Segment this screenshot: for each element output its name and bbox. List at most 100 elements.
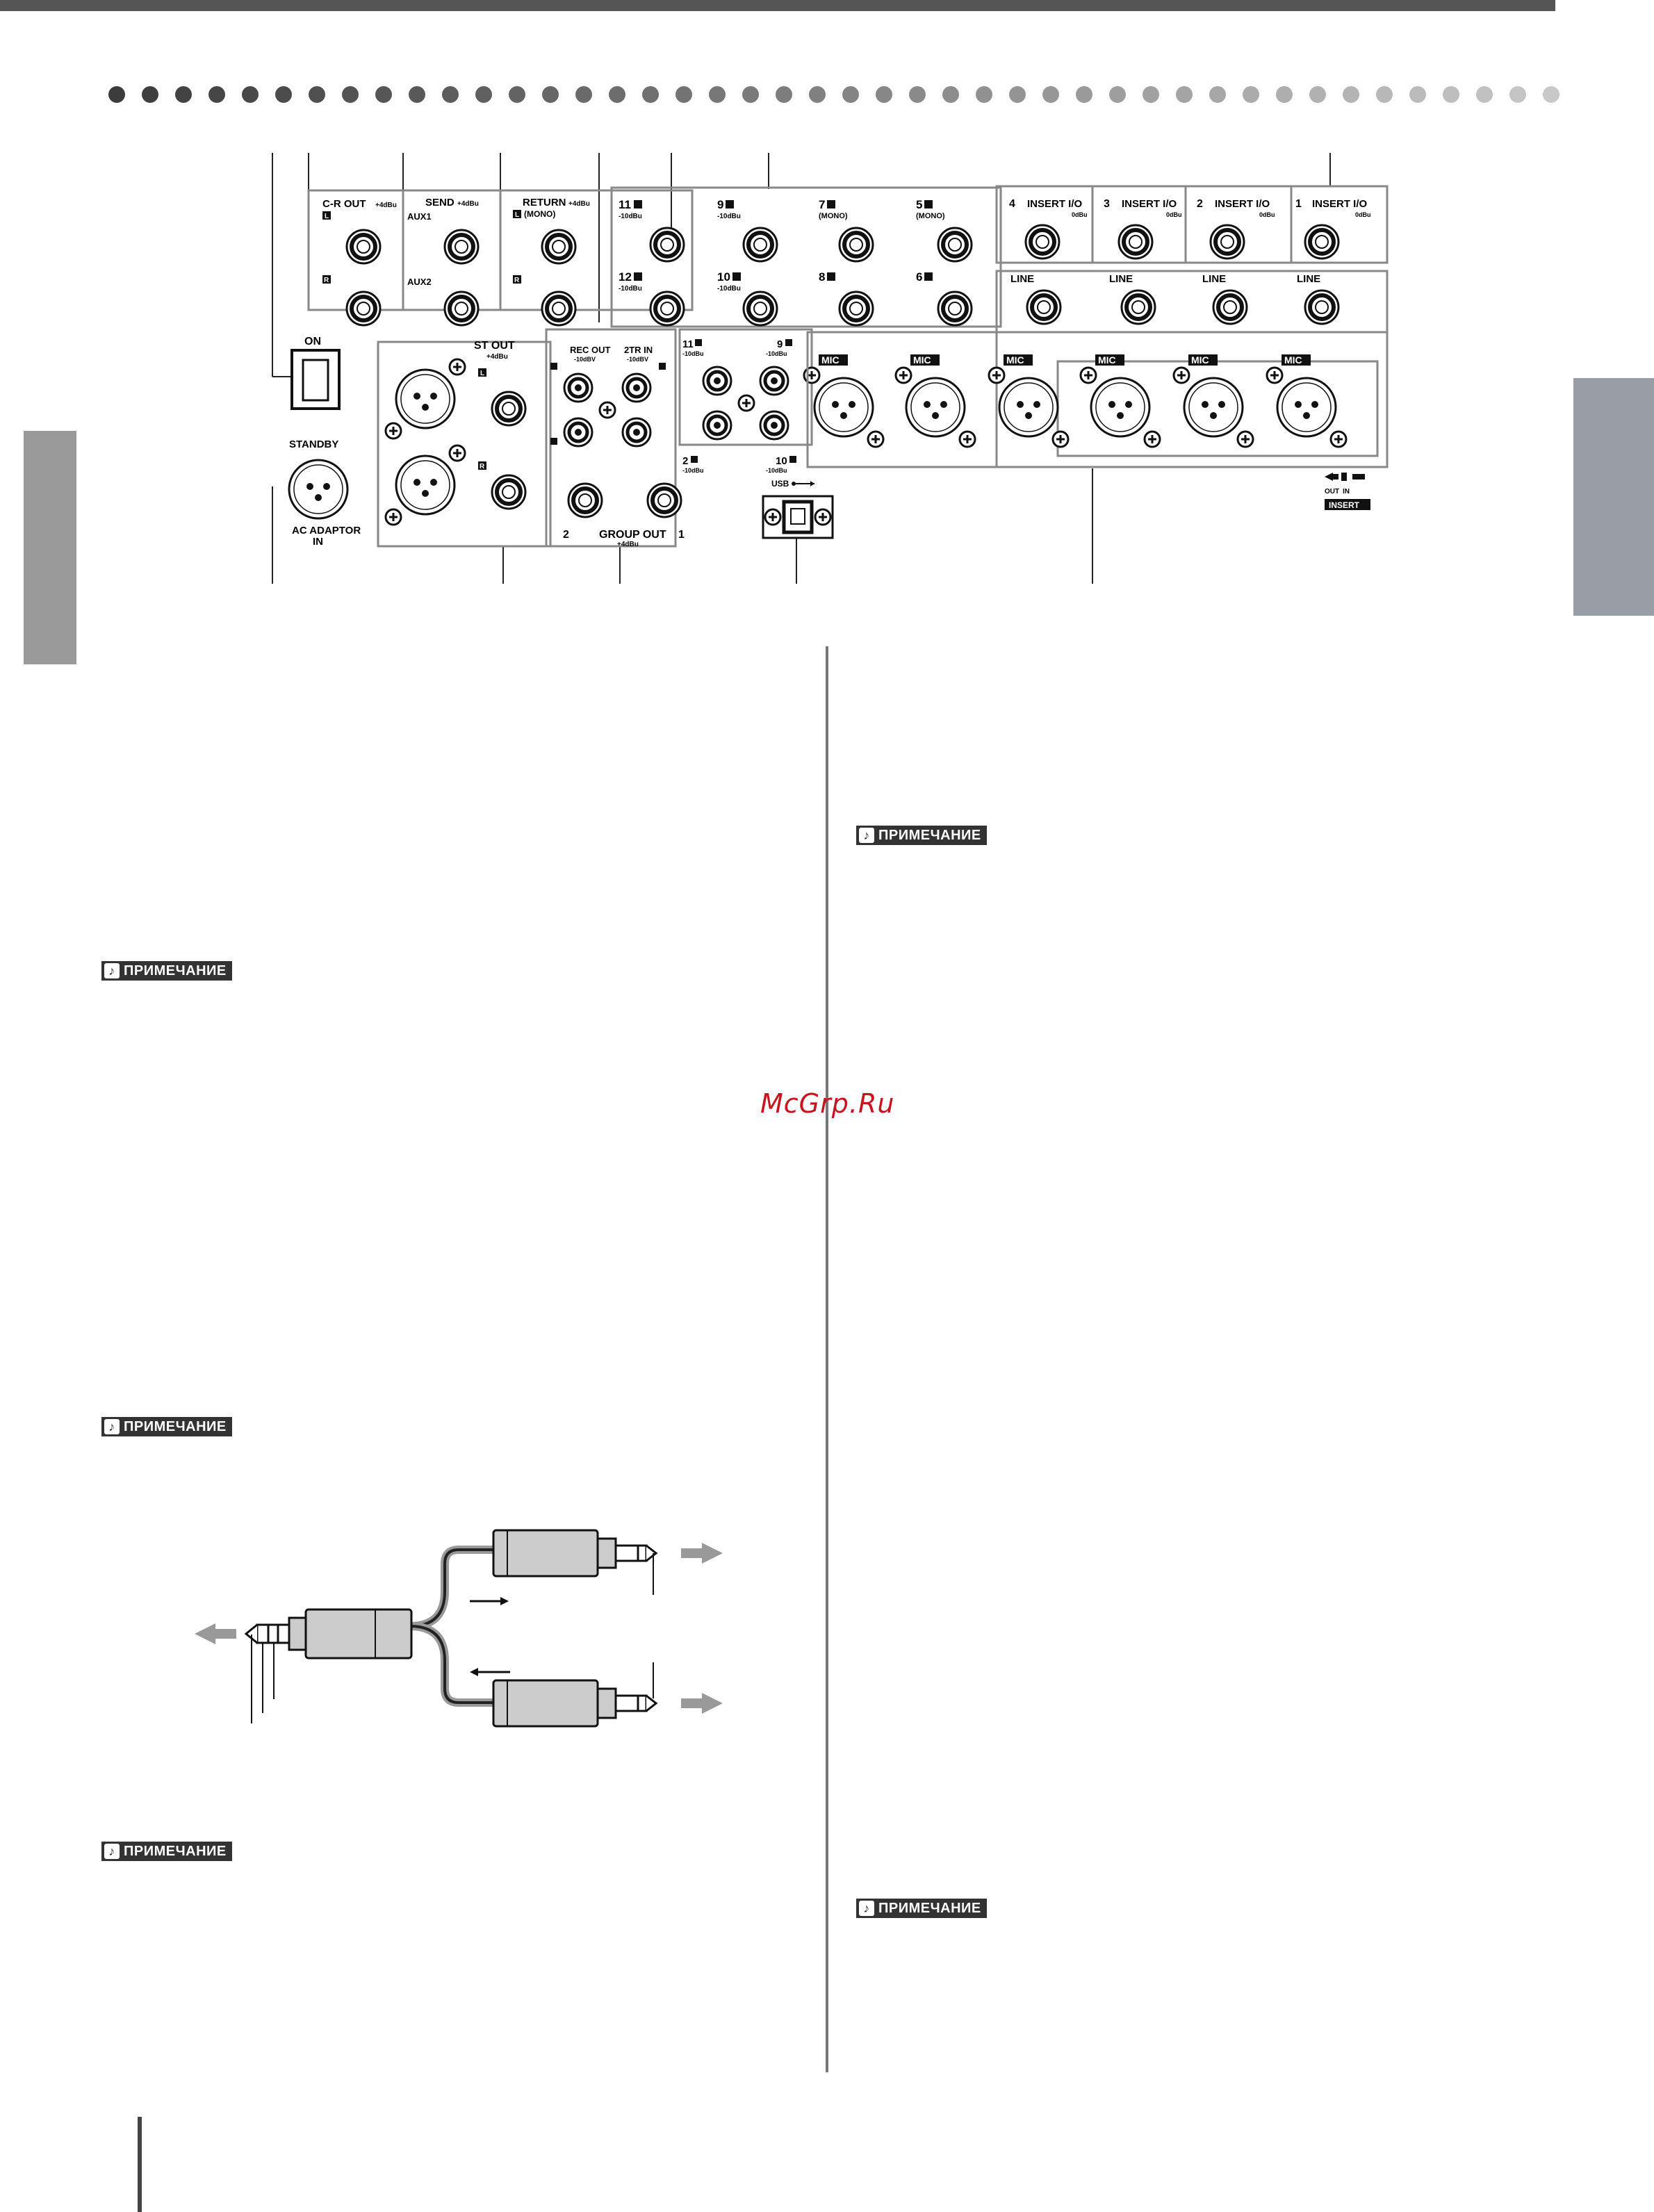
svg-text:L: L [480, 370, 484, 377]
rule-dot [1076, 86, 1092, 103]
svg-text:7: 7 [819, 198, 825, 211]
svg-text:(MONO): (MONO) [819, 212, 848, 220]
svg-text:MIC: MIC [1006, 354, 1024, 366]
rule-dot [175, 86, 192, 103]
svg-text:+4dBu: +4dBu [568, 200, 590, 208]
svg-text:3: 3 [1104, 198, 1110, 210]
svg-text:-10dBu: -10dBu [619, 285, 642, 293]
rule-dot [1143, 86, 1159, 103]
note-label: ПРИМЕЧАНИЕ [124, 1843, 227, 1859]
svg-text:IN: IN [1343, 488, 1350, 495]
rule-dot [275, 86, 292, 103]
rule-dot [542, 86, 559, 103]
svg-text:-10dBu: -10dBu [717, 213, 741, 220]
rule-dot [208, 86, 225, 103]
rule-dot [609, 86, 625, 103]
svg-text:0dBu: 0dBu [1259, 211, 1275, 218]
rule-dot [575, 86, 592, 103]
svg-text:GROUP OUT: GROUP OUT [599, 529, 666, 541]
svg-text:INSERT I/O: INSERT I/O [1312, 198, 1368, 210]
note-label: ПРИМЕЧАНИЕ [124, 962, 227, 978]
svg-text:L: L [325, 213, 329, 220]
svg-text:+4dBu: +4dBu [486, 353, 508, 361]
svg-text:R: R [480, 463, 485, 470]
rule-dot [342, 86, 359, 103]
note-icon: ♪ [859, 1901, 874, 1916]
svg-text:2: 2 [682, 455, 688, 467]
svg-text:9: 9 [717, 198, 723, 211]
svg-text:MIC: MIC [913, 354, 931, 366]
svg-text:(MONO): (MONO) [524, 209, 555, 219]
svg-text:C-R OUT: C-R OUT [322, 198, 366, 210]
svg-text:INSERT: INSERT [1329, 500, 1360, 510]
svg-text:INSERT I/O: INSERT I/O [1122, 198, 1177, 210]
rule-dot [1176, 86, 1193, 103]
rule-dot [1476, 86, 1493, 103]
rule-dot [742, 86, 759, 103]
svg-text:5: 5 [916, 198, 922, 211]
svg-text:STANDBY: STANDBY [289, 439, 338, 450]
rule-dot [242, 86, 259, 103]
rule-dot [642, 86, 659, 103]
svg-text:-10dBu: -10dBu [766, 467, 787, 474]
svg-text:-10dBu: -10dBu [682, 467, 704, 474]
insert-y-cable-diagram [167, 1515, 751, 1751]
rule-dot [842, 86, 859, 103]
svg-text:LINE: LINE [1010, 273, 1034, 285]
rule-dot [1042, 86, 1059, 103]
svg-text:6: 6 [916, 270, 922, 284]
note-badge-2: ♪ ПРИМЕЧАНИЕ [101, 1417, 232, 1436]
svg-text:ST OUT: ST OUT [474, 340, 515, 352]
rule-dot [1276, 86, 1293, 103]
note-icon: ♪ [104, 963, 120, 978]
right-section-tab [1573, 378, 1654, 616]
rule-dot [475, 86, 492, 103]
rule-dot [1443, 86, 1459, 103]
svg-text:2: 2 [1197, 198, 1203, 210]
svg-text:AC ADAPTOR: AC ADAPTOR [292, 525, 361, 536]
rule-dot [1243, 86, 1259, 103]
left-section-tab [24, 431, 76, 664]
note-label: ПРИМЕЧАНИЕ [124, 1418, 227, 1434]
svg-text:REC OUT: REC OUT [570, 345, 611, 355]
svg-text:LINE: LINE [1109, 273, 1133, 285]
rule-dot [776, 86, 792, 103]
svg-text:LINE: LINE [1297, 273, 1320, 285]
dotted-rule [108, 86, 1561, 107]
note-icon: ♪ [104, 1844, 120, 1859]
svg-text:11: 11 [619, 198, 631, 211]
svg-text:-10dBu: -10dBu [717, 285, 741, 293]
rule-dot [309, 86, 325, 103]
watermark: McGrp.Ru [760, 1088, 895, 1119]
svg-text:+4dBu: +4dBu [375, 202, 397, 209]
rule-dot [108, 86, 125, 103]
svg-text:AUX1: AUX1 [407, 211, 432, 222]
rule-dot [1409, 86, 1426, 103]
svg-text:+4dBu: +4dBu [457, 200, 479, 208]
svg-text:SEND: SEND [425, 197, 455, 208]
rear-panel-diagram: C-R OUT +4dBu L R SEND +4dBu AUX1 AUX2 R… [264, 153, 1404, 598]
rule-dot [1109, 86, 1126, 103]
svg-text:(MONO): (MONO) [916, 212, 945, 220]
svg-text:MIC: MIC [821, 354, 840, 366]
svg-text:R: R [514, 277, 520, 284]
svg-text:12: 12 [619, 270, 632, 284]
note-label: ПРИМЕЧАНИЕ [878, 827, 981, 843]
svg-text:INSERT I/O: INSERT I/O [1215, 198, 1270, 210]
svg-text:11: 11 [682, 338, 694, 350]
rule-dot [1376, 86, 1393, 103]
rule-dot [1209, 86, 1226, 103]
svg-text:2: 2 [563, 529, 569, 541]
rule-dot [375, 86, 392, 103]
svg-text:ON: ON [304, 336, 321, 347]
rule-dot [509, 86, 525, 103]
svg-text:LINE: LINE [1202, 273, 1226, 285]
svg-text:-10dBu: -10dBu [619, 213, 642, 220]
svg-text:-10dBu: -10dBu [766, 350, 787, 357]
rule-dot [1343, 86, 1359, 103]
column-divider [826, 646, 828, 2072]
svg-text:MIC: MIC [1098, 354, 1116, 366]
svg-text:0dBu: 0dBu [1072, 211, 1088, 218]
rule-dot [1009, 86, 1026, 103]
rule-dot [976, 86, 992, 103]
